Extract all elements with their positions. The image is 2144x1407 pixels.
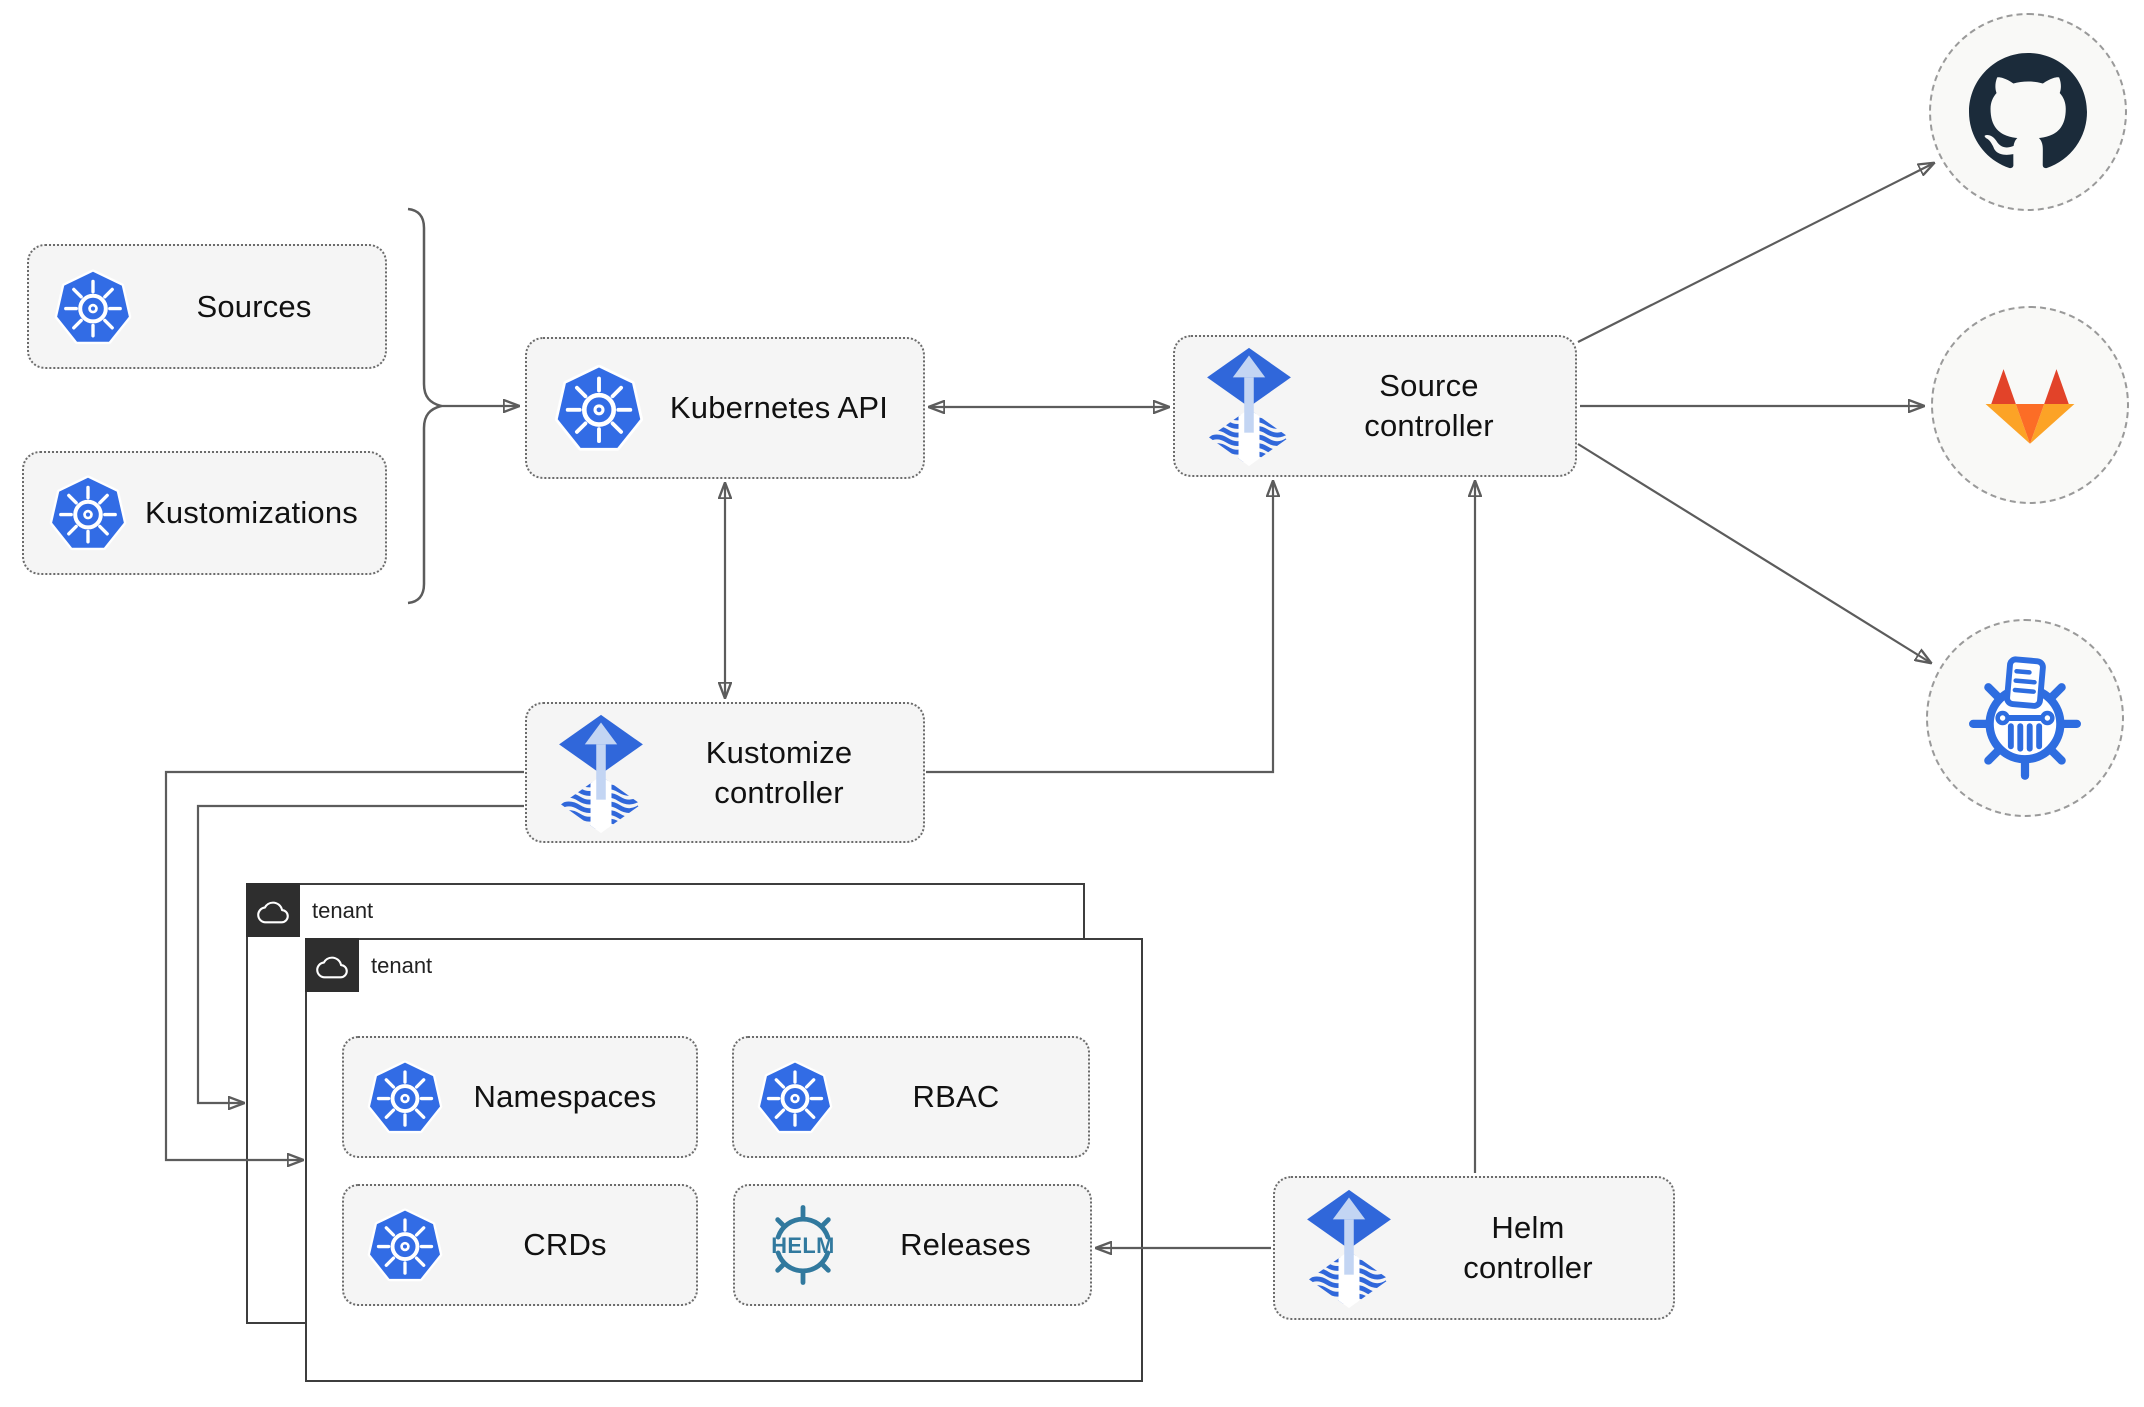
flux-icon [1205, 346, 1293, 466]
releases-node: HELM Releases [733, 1184, 1092, 1306]
edge-source-controller-to-github [1577, 163, 1934, 343]
github-source [1929, 13, 2127, 211]
crds-label: CRDs [523, 1227, 607, 1262]
source-controller-label: Source controller [1364, 368, 1494, 443]
tenant-front-tab [305, 938, 359, 992]
helm-logo-icon: HELM [755, 1203, 851, 1287]
kustomize-controller-node: Kustomize controller [525, 702, 925, 843]
helm-repository-icon [1969, 656, 2081, 780]
tenant-front-label: tenant [371, 953, 433, 978]
tenant-back-tab [246, 883, 300, 937]
kubernetes-icon [553, 362, 645, 454]
tenant-back-label: tenant [312, 898, 374, 923]
edge-kustomize-to-source-controller [926, 481, 1273, 774]
cloud-icon [257, 901, 289, 924]
kubernetes-api-label: Kubernetes API [669, 390, 889, 425]
helm-logo-text: HELM [771, 1233, 835, 1258]
gitlab-icon [1985, 369, 2075, 444]
kubernetes-icon [48, 473, 128, 553]
gitlab-source [1931, 306, 2129, 504]
namespaces-node: Namespaces [342, 1036, 698, 1158]
edge-source-controller-to-helm-repository [1577, 443, 1931, 663]
kustomize-controller-label: Kustomize controller [705, 734, 853, 810]
kubernetes-api-node: Kubernetes API [525, 337, 925, 479]
sources-label: Sources [196, 288, 312, 324]
cloud-icon [316, 956, 348, 979]
helm-controller-node: Helm controller [1273, 1176, 1675, 1320]
flux-icon [1305, 1188, 1393, 1308]
releases-label: Releases [900, 1227, 1031, 1262]
crds-node: CRDs [342, 1184, 698, 1306]
kubernetes-icon [53, 267, 133, 347]
flux-icon [557, 713, 645, 833]
tenant-front-container: tenant [305, 938, 1143, 1382]
rbac-label: RBAC [912, 1079, 1000, 1114]
kubernetes-icon [366, 1206, 444, 1284]
helm-repository-source [1926, 619, 2124, 817]
brace-cluster-resources [407, 207, 446, 605]
source-controller-node: Source controller [1173, 335, 1577, 477]
kubernetes-icon [366, 1058, 444, 1136]
namespaces-label: Namespaces [473, 1079, 657, 1114]
kubernetes-icon [756, 1058, 834, 1136]
kustomizations-label: Kustomizations [144, 495, 358, 530]
sources-node: Sources [27, 244, 387, 369]
rbac-node: RBAC [732, 1036, 1090, 1158]
github-icon [1969, 53, 2087, 169]
helm-controller-label: Helm controller [1463, 1210, 1593, 1285]
kustomizations-node: Kustomizations [22, 451, 387, 575]
